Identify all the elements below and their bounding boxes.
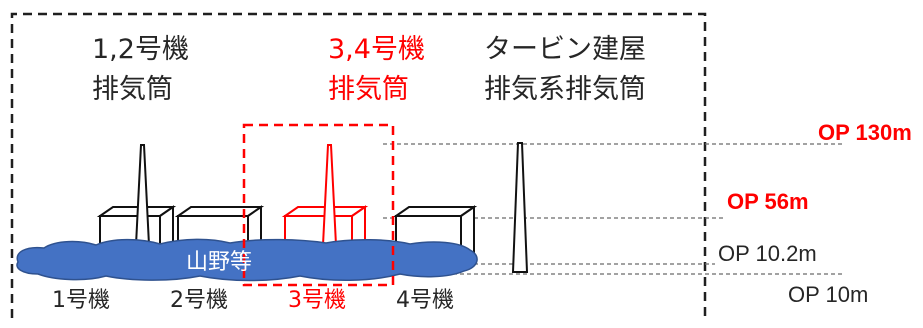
level-label-op56: OP 56m — [727, 189, 809, 214]
level-label-op10: OP 10m — [788, 282, 869, 307]
unit-label-3: 3号機 — [288, 288, 346, 313]
unit-label-1: 1号機 — [52, 288, 110, 313]
outer-dashed-frame — [10, 12, 707, 318]
stack-title-units-3-4: 3,4号機 排気筒 — [328, 30, 425, 110]
stack-title-units-1-2-line2: 排気筒 — [92, 74, 173, 105]
stack-title-units-1-2-line1: 1,2号機 — [92, 34, 189, 65]
level-label-op130: OP 130m — [818, 120, 912, 145]
stack-turbine-building — [511, 142, 529, 273]
stack-title-units-3-4-line1: 3,4号機 — [328, 34, 425, 65]
ground-label: 山野等 — [186, 250, 253, 275]
stack-title-turbine-line1: タービン建屋 — [484, 34, 646, 65]
level-label-op10-2: OP 10.2m — [718, 241, 817, 266]
stack-title-units-3-4-line2: 排気筒 — [328, 74, 409, 105]
stack-title-units-1-2: 1,2号機 排気筒 — [92, 30, 189, 110]
unit-label-2: 2号機 — [170, 288, 228, 313]
highlight-dashed-box — [242, 123, 395, 287]
stack-title-turbine: タービン建屋 排気系排気筒 — [484, 30, 646, 110]
ground-mountains-shape — [16, 238, 478, 282]
unit-label-4: 4号機 — [396, 288, 454, 313]
stack-title-turbine-line2: 排気系排気筒 — [484, 74, 646, 105]
